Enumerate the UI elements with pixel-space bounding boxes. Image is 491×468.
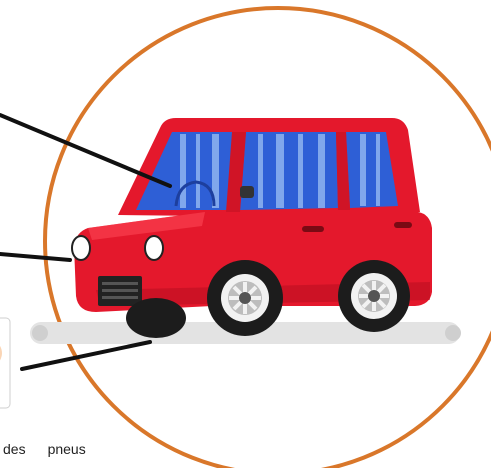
pointer-line-tire xyxy=(20,340,152,371)
car-illustration xyxy=(71,118,432,338)
tire-label-word-1: des xyxy=(3,441,26,457)
middle-wheel xyxy=(207,260,283,336)
label-box-partial xyxy=(0,317,11,409)
pointer-line-headlight xyxy=(0,252,72,262)
car-windows xyxy=(136,132,398,210)
pointer-line-window xyxy=(0,113,172,188)
tire-label-word-2: pneus xyxy=(47,441,86,457)
headlight-right xyxy=(144,235,164,261)
front-grille xyxy=(98,276,142,306)
rear-wheel xyxy=(338,260,410,332)
headlight-left xyxy=(71,235,91,261)
tire-label: des pneus xyxy=(3,441,86,457)
front-wheel xyxy=(126,298,186,338)
